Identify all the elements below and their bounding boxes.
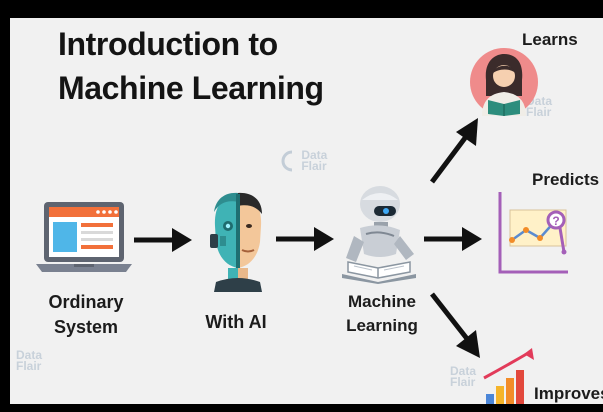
arrow-ordinary-to-ai <box>134 228 192 252</box>
label-ordinary-line-2: System <box>53 317 119 337</box>
label-ordinary-system: Ordinary System <box>36 290 136 340</box>
title-line-2: Machine Learning <box>58 70 324 106</box>
arrow-ml-to-learns <box>430 118 478 184</box>
growth-bar-chart-icon <box>483 348 534 404</box>
arrow-ml-to-improves <box>430 292 480 358</box>
label-predicts: Predicts <box>532 170 600 189</box>
label-machine-learning: Machine Learning <box>340 290 424 338</box>
title-line-1: Introduction to <box>58 26 278 62</box>
watermark-icon <box>281 150 293 172</box>
robot-reading-icon <box>342 186 416 284</box>
label-with-ai: With AI <box>205 312 267 332</box>
svg-text:?: ? <box>552 214 559 228</box>
laptop-icon <box>36 202 132 272</box>
diagram-title: Introduction to Machine Learning <box>58 22 324 110</box>
arrow-ai-to-ml <box>276 227 334 251</box>
label-improves: Improves <box>534 384 603 403</box>
label-learns: Learns <box>522 30 578 49</box>
label-ml-line-2: Learning <box>346 316 418 335</box>
label-ml-line-1: Machine <box>347 292 417 311</box>
arrow-ml-to-predicts <box>424 227 482 251</box>
label-ordinary-line-1: Ordinary <box>48 292 124 312</box>
ai-human-robot-head-icon <box>210 192 262 292</box>
prediction-chart-icon: ? <box>498 192 568 274</box>
reader-woman-icon <box>470 48 538 116</box>
